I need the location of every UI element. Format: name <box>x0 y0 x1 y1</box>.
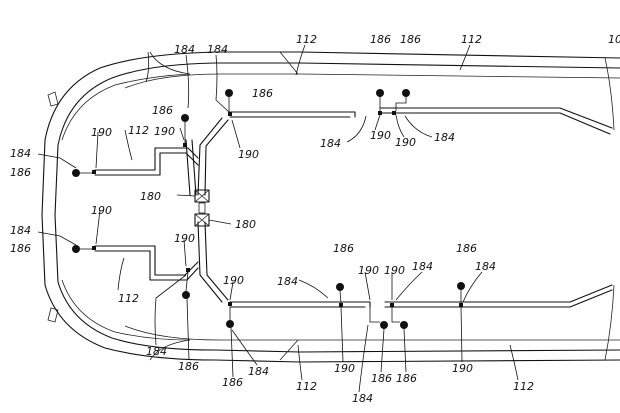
label-190: 190 <box>334 362 355 375</box>
label-190: 190 <box>91 204 112 217</box>
device-186 <box>72 245 80 253</box>
connector-190 <box>183 143 187 147</box>
connector-190 <box>92 170 96 174</box>
label-186: 186 <box>456 242 477 255</box>
connector-190 <box>339 303 343 307</box>
connector-190 <box>378 111 382 115</box>
label-10x: 10 <box>608 33 620 46</box>
device-186 <box>181 114 189 122</box>
label-186: 186 <box>371 372 392 385</box>
connector-190 <box>228 302 232 306</box>
label-112: 112 <box>296 33 317 46</box>
device-186 <box>376 89 384 97</box>
device-186 <box>400 321 408 329</box>
label-186: 186 <box>252 87 273 100</box>
device-186 <box>72 169 80 177</box>
label-190: 190 <box>395 136 416 149</box>
label-180: 180 <box>235 218 256 231</box>
label-112: 112 <box>513 380 534 393</box>
label-112: 112 <box>128 124 149 137</box>
device-186 <box>402 89 410 97</box>
device-186 <box>336 283 344 291</box>
label-186: 186 <box>370 33 391 46</box>
connectors <box>92 111 463 307</box>
label-190: 190 <box>452 362 473 375</box>
connector-190 <box>390 303 394 307</box>
label-184: 184 <box>10 224 31 237</box>
label-184: 184 <box>320 137 341 150</box>
label-112: 112 <box>296 380 317 393</box>
label-112: 112 <box>461 33 482 46</box>
label-184: 184 <box>207 43 228 56</box>
connector-190 <box>92 246 96 250</box>
device-186 <box>226 320 234 328</box>
label-190: 190 <box>91 126 112 139</box>
vehicle-body-outline <box>41 51 620 363</box>
label-190: 190 <box>238 148 259 161</box>
label-186: 186 <box>333 242 354 255</box>
label-190: 190 <box>223 274 244 287</box>
label-186: 186 <box>222 376 243 389</box>
label-184: 184 <box>277 275 298 288</box>
label-112: 112 <box>118 292 139 305</box>
label-190: 190 <box>154 125 175 138</box>
label-186: 186 <box>10 166 31 179</box>
label-186: 186 <box>396 372 417 385</box>
connector-190 <box>459 303 463 307</box>
devices <box>72 89 465 329</box>
label-186: 186 <box>10 242 31 255</box>
label-190: 190 <box>384 264 405 277</box>
label-184: 184 <box>475 260 496 273</box>
leader-lines <box>37 44 519 393</box>
label-190: 190 <box>370 129 391 142</box>
label-184: 184 <box>10 147 31 160</box>
label-180: 180 <box>140 190 161 203</box>
reference-labels: 112 112 10 112 112 112 112 184 184 184 1… <box>10 33 620 405</box>
device-186 <box>380 321 388 329</box>
label-184: 184 <box>352 392 373 405</box>
label-184: 184 <box>434 131 455 144</box>
label-184: 184 <box>174 43 195 56</box>
label-186: 186 <box>178 360 199 373</box>
device-186 <box>457 282 465 290</box>
wiring-harness <box>94 107 613 308</box>
label-184: 184 <box>248 365 269 378</box>
device-186 <box>182 291 190 299</box>
label-186: 186 <box>400 33 421 46</box>
label-184: 184 <box>412 260 433 273</box>
connector-190 <box>186 268 190 272</box>
connector-190 <box>228 112 232 116</box>
label-186: 186 <box>152 104 173 117</box>
label-184: 184 <box>146 345 167 358</box>
label-190: 190 <box>358 264 379 277</box>
label-190: 190 <box>174 232 195 245</box>
connector-190 <box>392 111 396 115</box>
device-186 <box>225 89 233 97</box>
junction-modules <box>194 189 210 227</box>
